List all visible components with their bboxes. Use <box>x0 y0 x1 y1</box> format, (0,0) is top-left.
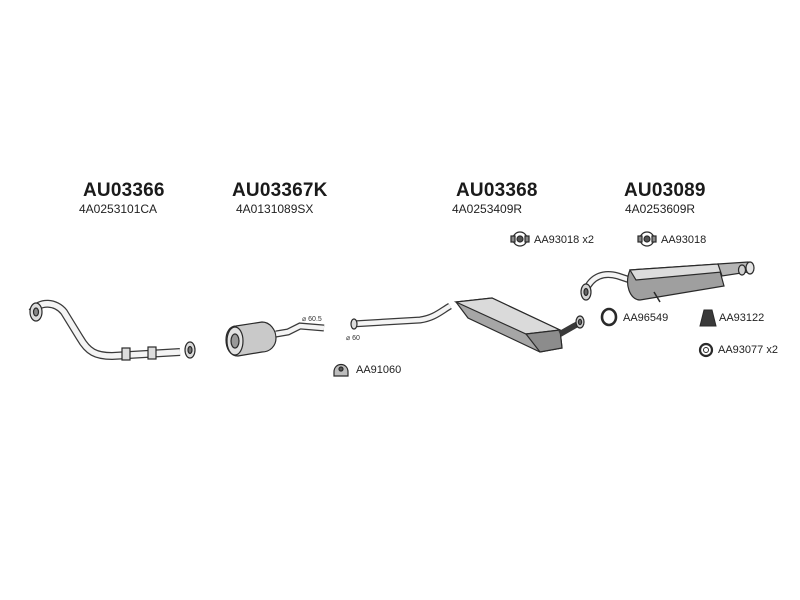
catalytic-converter-drawing <box>225 321 325 357</box>
gasket-icon <box>698 342 714 358</box>
oem-code-au03366: 4A0253101CA <box>79 202 158 216</box>
accessory-label-mount: AA93122 <box>719 312 765 324</box>
part-number-au03366: AU03366 <box>83 180 165 201</box>
oem-code-au03367k: 4A0131089SX <box>236 202 314 216</box>
accessory-label-gasket: AA93077 x2 <box>718 344 778 356</box>
rubber-mount-icon <box>699 309 717 327</box>
ring-icon <box>600 307 618 327</box>
part-number-au03367k: AU03367K <box>232 180 328 201</box>
accessory-label-bracket: AA91060 <box>356 364 402 376</box>
clamp-icon-b <box>637 231 657 247</box>
rear-silencer-drawing <box>580 261 755 303</box>
bracket-icon <box>333 363 349 377</box>
middle-silencer-drawing <box>350 297 585 353</box>
front-pipe-drawing <box>28 299 196 361</box>
oem-code-au03089: 4A0253609R <box>625 202 696 216</box>
dimension-cat-outlet: ⌀ 60.5 <box>302 316 322 323</box>
accessory-label-clamp-b: AA93018 <box>661 234 707 246</box>
clamp-icon-a <box>510 231 530 247</box>
accessory-label-ring: AA96549 <box>623 312 669 324</box>
accessory-label-clamp-a: AA93018 x2 <box>534 234 594 246</box>
part-number-au03368: AU03368 <box>456 180 538 201</box>
dimension-pipe-inlet: ⌀ 60 <box>346 335 360 342</box>
oem-code-au03368: 4A0253409R <box>452 202 523 216</box>
part-number-au03089: AU03089 <box>624 180 706 201</box>
